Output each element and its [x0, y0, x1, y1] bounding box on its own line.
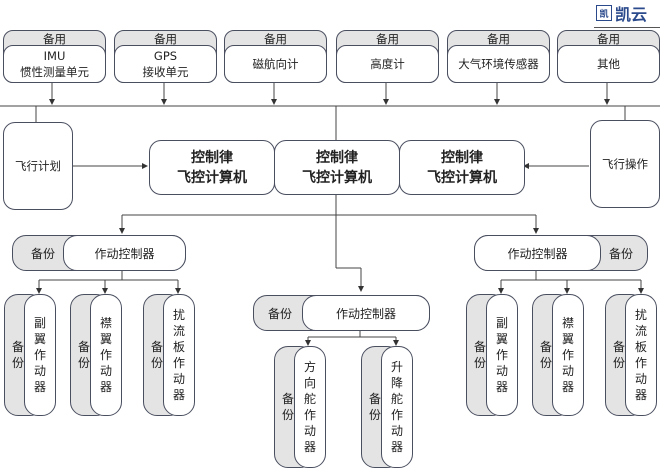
computer-title: 控制律 [191, 149, 233, 166]
controller-main: 作动控制器 [302, 295, 430, 331]
actuator-backup-label: 备 份 [539, 340, 552, 370]
actuator-label: 襟 翼 作 动 器 [561, 316, 574, 394]
sensor-altimeter: 备用 高度计 [336, 30, 439, 83]
logo-mark-icon: 凯 [596, 5, 612, 21]
sensor-header: 备用 [376, 32, 399, 46]
actuator-controller-left: 备份 作动控制器 [12, 235, 186, 271]
sensor-label: IMU [43, 49, 66, 63]
header-divider [594, 27, 660, 28]
controller-label: 作动控制器 [507, 246, 568, 261]
sensor-air-data: 备用 大气环境传感器 [447, 30, 550, 83]
controller-backup-label: 备份 [268, 306, 293, 321]
sensor-header: 备用 [264, 32, 287, 46]
computer-subtitle: 飞控计算机 [177, 169, 247, 186]
actuator-label: 副 翼 作 动 器 [495, 316, 508, 394]
sensor-sublabel: 惯性测量单元 [20, 65, 89, 79]
sensor-label: 磁航向计 [252, 57, 299, 71]
actuator-backup-label: 备 份 [77, 340, 90, 370]
controller-main: 作动控制器 [474, 235, 601, 271]
sensor-header: 备用 [43, 32, 66, 46]
flight-computer-2: 控制律 飞控计算机 [274, 140, 400, 195]
sensor-magnetic-heading: 备用 磁航向计 [224, 30, 327, 83]
flight-ops-box: 飞行操作 [590, 120, 660, 208]
flight-plan-box: 飞行计划 [3, 122, 73, 210]
actuator-controller-center: 备份 作动控制器 [253, 295, 430, 331]
actuator-backup-label: 备 份 [281, 392, 294, 422]
actuator-label: 襟 翼 作 动 器 [99, 316, 112, 394]
controller-label: 作动控制器 [335, 306, 396, 321]
computer-title: 控制律 [441, 149, 483, 166]
sensor-label: 高度计 [370, 57, 405, 71]
computer-title: 控制律 [316, 149, 358, 166]
controller-backup-label: 备份 [608, 246, 633, 261]
actuator-label: 扰 流 板 作 动 器 [634, 308, 647, 402]
flight-computer-1: 控制律 飞控计算机 [149, 140, 275, 195]
actuator-label: 扰 流 板 作 动 器 [172, 308, 185, 402]
sensor-label: 其他 [597, 57, 620, 71]
controller-backup-label: 备份 [31, 246, 56, 261]
actuator-backup-label: 备 份 [11, 340, 24, 370]
actuator-backup-label: 备 份 [368, 392, 381, 422]
sensor-label: 大气环境传感器 [458, 57, 539, 71]
flight-plan-label: 飞行计划 [15, 159, 61, 173]
actuator-label: 副 翼 作 动 器 [33, 316, 46, 394]
sensor-sublabel: 接收单元 [142, 65, 189, 79]
flight-computer-3: 控制律 飞控计算机 [399, 140, 525, 195]
controller-label: 作动控制器 [94, 246, 155, 261]
brand-logo: 凯 凯云 [596, 2, 647, 24]
actuator-label: 方 向 舵 作 动 器 [303, 360, 316, 454]
sensor-imu: 备用 IMU 惯性测量单元 [3, 30, 106, 83]
sensor-gps: 备用 GPS 接收单元 [114, 30, 217, 83]
logo-text: 凯云 [615, 5, 648, 24]
sensor-other: 备用 其他 [557, 30, 660, 83]
sensor-header: 备用 [487, 32, 510, 46]
actuator-label: 升 降 舵 作 动 器 [390, 360, 403, 454]
controller-main: 作动控制器 [63, 235, 186, 271]
actuator-controller-right: 备份 作动控制器 [474, 235, 648, 271]
actuator-backup-label: 备 份 [150, 340, 163, 370]
actuator-backup-label: 备 份 [473, 340, 486, 370]
sensor-header: 备用 [154, 32, 177, 46]
flight-ops-label: 飞行操作 [602, 157, 648, 171]
computer-subtitle: 飞控计算机 [427, 169, 497, 186]
sensor-header: 备用 [597, 32, 620, 46]
computer-subtitle: 飞控计算机 [302, 169, 372, 186]
actuator-backup-label: 备 份 [612, 340, 625, 370]
sensor-label: GPS [153, 49, 178, 63]
